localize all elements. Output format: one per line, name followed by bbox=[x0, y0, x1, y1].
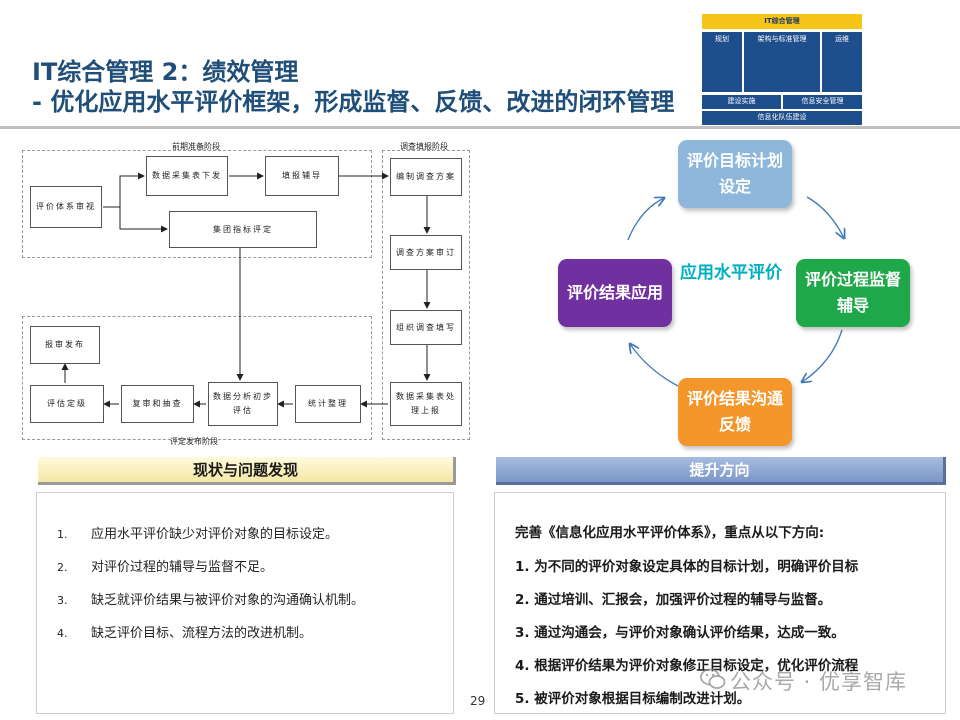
framework-planning: 规划 bbox=[702, 32, 742, 92]
phase-eval-frame bbox=[22, 316, 372, 440]
cycle-arrows bbox=[627, 196, 940, 387]
direction-text: 通过培训、汇报会，加强评价过程的辅导与监督。 bbox=[534, 592, 832, 608]
cycle-node-process-supervision-label: 评价过程监督辅导 bbox=[805, 269, 902, 315]
directions-panel: 完善《信息化应用水平评价体系》，重点从以下方向: 1. 为不同的评价对象设定具体… bbox=[494, 492, 946, 714]
title-divider bbox=[0, 126, 960, 129]
issue-item: 4. 缺乏评价目标、流程方法的改进机制。 bbox=[57, 622, 312, 641]
framework-team: 信息化队伍建设 bbox=[702, 111, 862, 125]
direction-text: 为不同的评价对象设定具体的目标计划，明确评价目标 bbox=[534, 559, 859, 575]
cycle-node-result-application-label: 评价结果应用 bbox=[567, 282, 664, 302]
framework-architecture: 架构与标准管理 bbox=[744, 32, 820, 92]
box-stats: 统计整理 bbox=[295, 385, 361, 423]
phase-survey-label: 调查填报阶段 bbox=[400, 142, 448, 151]
direction-item: 2. 通过培训、汇报会，加强评价过程的辅导与监督。 bbox=[515, 588, 831, 608]
cycle-node-result-feedback-label: 评价结果沟通反馈 bbox=[687, 388, 784, 434]
it-management-framework: IT综合管理 规划 架构与标准管理 运维 建设实施 信息安全管理 信息化队伍建设 bbox=[700, 12, 864, 125]
direction-number: 2. bbox=[515, 592, 530, 608]
cycle-node-result-application: 评价结果应用 bbox=[558, 259, 672, 327]
cycle-node-result-feedback: 评价结果沟通反馈 bbox=[678, 378, 792, 446]
issues-panel: 1. 应用水平评价缺少对评价对象的目标设定。 2. 对评价过程的辅导与监督不足。 3… bbox=[36, 492, 454, 714]
direction-text: 根据评价结果为评价对象修正目标设定，优化评价流程 bbox=[534, 658, 859, 674]
phase-prep-label: 前期准备阶段 bbox=[172, 142, 220, 151]
cycle-center-label: 应用水平评价 bbox=[680, 263, 782, 283]
page-number: 29 bbox=[470, 694, 486, 708]
box-plan-review: 调查方案审订 bbox=[390, 235, 462, 270]
box-fill-guide: 填报辅导 bbox=[265, 156, 339, 196]
issue-text: 对评价过程的辅导与监督不足。 bbox=[91, 560, 274, 575]
issues-header: 现状与问题发现 bbox=[38, 457, 456, 485]
directions-intro: 完善《信息化应用水平评价体系》，重点从以下方向: bbox=[515, 525, 825, 541]
direction-text: 通过沟通会，与评价对象确认评价结果，达成一致。 bbox=[534, 625, 845, 641]
direction-item: 4. 根据评价结果为评价对象修正目标设定，优化评价流程 bbox=[515, 654, 858, 674]
slide-title-line1: IT综合管理 2：绩效管理 bbox=[32, 58, 299, 86]
direction-item: 5. 被评价对象根据目标编制改进计划。 bbox=[515, 687, 750, 707]
box-data-collect: 数据采集表处理上报 bbox=[390, 382, 462, 426]
box-organize: 组织调查填写 bbox=[390, 310, 462, 345]
phase-survey-frame bbox=[382, 150, 470, 440]
box-survey-plan: 编制调查方案 bbox=[390, 158, 462, 196]
box-data-form: 数据采集表下发 bbox=[146, 156, 228, 196]
box-recheck: 复审和抽查 bbox=[121, 385, 194, 423]
flow-connectors bbox=[61, 172, 431, 408]
cycle-node-target-setting-label: 评价目标计划设定 bbox=[687, 150, 784, 196]
framework-top-bar: IT综合管理 bbox=[702, 14, 862, 29]
box-rating: 评估定级 bbox=[30, 385, 104, 423]
direction-number: 5. bbox=[515, 691, 530, 707]
box-publish: 报审发布 bbox=[30, 326, 100, 364]
issue-text: 缺乏评价目标、流程方法的改进机制。 bbox=[91, 626, 313, 641]
direction-number: 3. bbox=[515, 625, 530, 641]
box-analysis: 数据分析初步评估 bbox=[208, 382, 278, 426]
direction-number: 4. bbox=[515, 658, 530, 674]
issue-item: 2. 对评价过程的辅导与监督不足。 bbox=[57, 556, 273, 575]
phase-eval-label: 评定发布阶段 bbox=[170, 437, 218, 446]
issue-item: 1. 应用水平评价缺少对评价对象的目标设定。 bbox=[57, 523, 338, 542]
box-system-review: 评价体系审视 bbox=[30, 186, 102, 228]
watermark: 公众号 · 优享智库 bbox=[730, 670, 908, 694]
issue-number: 1. bbox=[57, 528, 68, 541]
direction-number: 1. bbox=[515, 559, 530, 575]
cycle-node-process-supervision: 评价过程监督辅导 bbox=[796, 259, 910, 327]
direction-text: 被评价对象根据目标编制改进计划。 bbox=[534, 691, 751, 707]
direction-item: 1. 为不同的评价对象设定具体的目标计划，明确评价目标 bbox=[515, 555, 858, 575]
framework-construction: 建设实施 bbox=[702, 95, 781, 109]
wechat-icon bbox=[700, 668, 726, 689]
issue-number: 2. bbox=[57, 561, 68, 574]
framework-operations: 运维 bbox=[822, 32, 862, 92]
phase-prep-frame bbox=[22, 150, 372, 258]
issue-number: 3. bbox=[57, 594, 68, 607]
box-group-index: 集团指标评定 bbox=[169, 211, 317, 248]
issue-number: 4. bbox=[57, 627, 68, 640]
direction-item: 3. 通过沟通会，与评价对象确认评价结果，达成一致。 bbox=[515, 621, 845, 641]
directions-header: 提升方向 bbox=[496, 457, 946, 485]
cycle-node-target-setting: 评价目标计划设定 bbox=[678, 140, 792, 208]
slide-title-line2: - 优化应用水平评价框架，形成监督、反馈、改进的闭环管理 bbox=[32, 88, 675, 116]
issue-text: 缺乏就评价结果与被评价对象的沟通确认机制。 bbox=[91, 593, 365, 608]
issue-text: 应用水平评价缺少对评价对象的目标设定。 bbox=[91, 527, 339, 542]
framework-security: 信息安全管理 bbox=[783, 95, 862, 109]
issue-item: 3. 缺乏就评价结果与被评价对象的沟通确认机制。 bbox=[57, 589, 364, 608]
